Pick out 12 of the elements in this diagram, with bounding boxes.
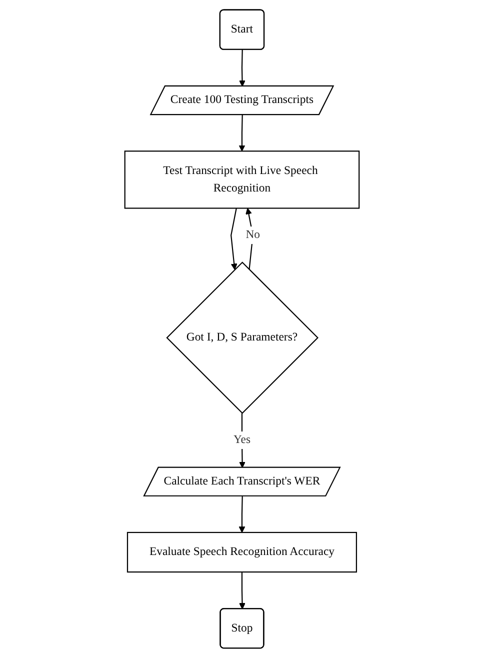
node-box: Test Transcript with Live Speech Recognition	[124, 150, 360, 208]
arrow	[238, 572, 245, 609]
arrow	[230, 208, 237, 270]
arrow	[238, 114, 245, 151]
edge-label: Yes	[232, 433, 250, 446]
node-box: Evaluate Speech Recognition Accuracy	[126, 531, 357, 572]
arrow	[238, 412, 245, 468]
edge-label: No	[245, 228, 260, 241]
arrow	[245, 207, 253, 270]
node-diamond: Got I, D, S Parameters?	[166, 261, 318, 414]
arrow	[238, 496, 245, 532]
arrow	[238, 49, 245, 86]
